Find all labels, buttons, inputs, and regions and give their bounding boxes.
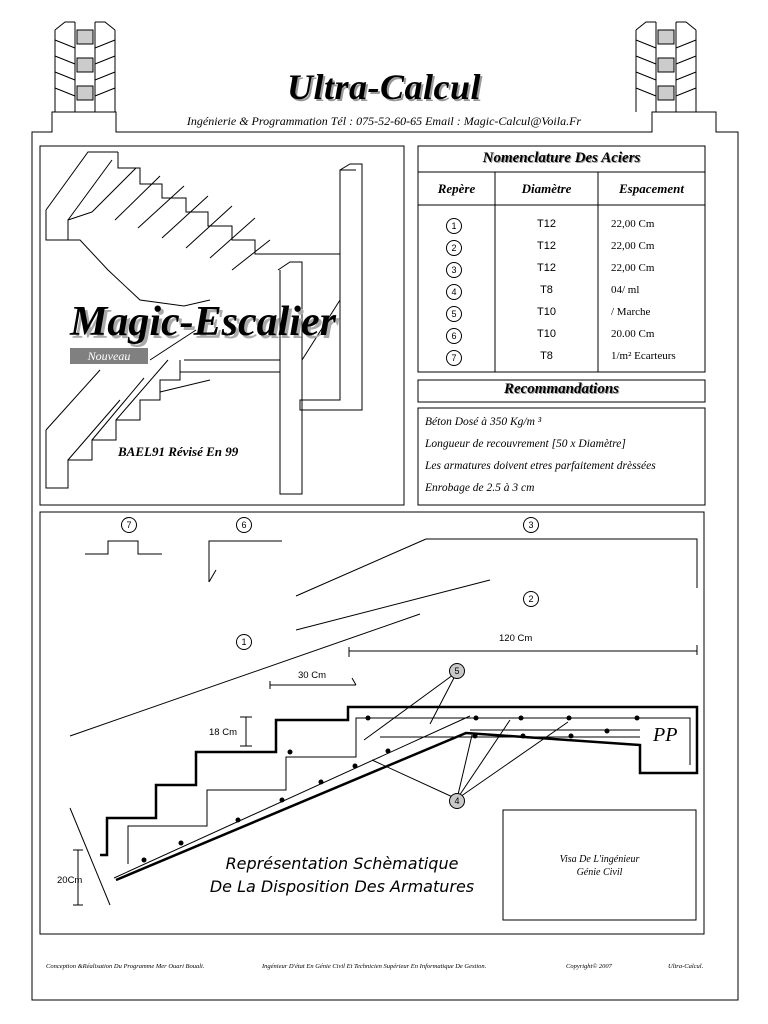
rep-marker: 4 xyxy=(446,284,462,300)
visa-line1: Visa De L'ingénieur xyxy=(559,854,640,865)
right-tower xyxy=(635,21,697,112)
diam-cell: T10 xyxy=(537,328,556,340)
recommendation-item: Enrobage de 2.5 à 3 cm xyxy=(425,482,535,494)
esp-cell: / Marche xyxy=(611,306,651,318)
norm-label: BAEL91 Révisé En 99 xyxy=(118,444,239,459)
col-header-espacement: Espacement xyxy=(619,181,684,196)
recommendations-title: Recommandations xyxy=(503,381,619,397)
footer-copyright: Copyright© 2007 xyxy=(566,963,612,970)
esp-cell: 1/m² Ecarteurs xyxy=(611,350,676,362)
rep-marker: 6 xyxy=(446,328,462,344)
bar-marker-2: 2 xyxy=(523,591,539,607)
product-name: Magic-Escalier xyxy=(70,299,336,345)
rep-marker: 2 xyxy=(446,240,462,256)
diam-cell: T8 xyxy=(540,284,553,296)
footer-brand: Ultra-Calcul. xyxy=(668,963,704,970)
esp-cell: 20.00 Cm xyxy=(611,328,655,340)
nomenclature-title: Nomenclature Des Aciers xyxy=(482,150,641,166)
esp-cell: 22,00 Cm xyxy=(611,240,655,252)
diam-cell: T12 xyxy=(537,218,556,230)
dim-18-label: 18 Cm xyxy=(209,727,237,738)
pp-label: PP xyxy=(653,724,678,746)
footer-credit: Conception &Réalisation Du Programme Mer… xyxy=(46,963,205,970)
dim-30-label: 30 Cm xyxy=(298,670,326,681)
dim-120-label: 120 Cm xyxy=(499,633,533,644)
bar-marker-4: 4 xyxy=(449,793,465,809)
esp-cell: 22,00 Cm xyxy=(611,262,655,274)
rep-marker: 3 xyxy=(446,262,462,278)
diam-cell: T10 xyxy=(537,306,556,318)
bar-marker-3: 3 xyxy=(523,517,539,533)
recommendation-item: Béton Dosé à 350 Kg/m ³ xyxy=(425,416,542,428)
footer-author: Ingénieur D'état En Génie Civil Et Techn… xyxy=(262,963,487,970)
bar-marker-1: 1 xyxy=(236,634,252,650)
page-title: Ultra-Calcul xyxy=(286,67,481,107)
bar-marker-7: 7 xyxy=(121,517,137,533)
esp-cell: 22,00 Cm xyxy=(611,218,655,230)
col-header-diametre: Diamètre xyxy=(521,181,572,196)
visa-line2: Génie Civil xyxy=(576,867,623,878)
rebar-dots xyxy=(141,715,640,863)
rep-marker: 1 xyxy=(446,218,462,234)
esp-cell: 04/ ml xyxy=(611,284,640,296)
diam-cell: T12 xyxy=(537,262,556,274)
new-badge: Nouveau xyxy=(70,348,148,364)
col-header-repere: Repère xyxy=(437,181,476,196)
left-tower xyxy=(54,21,116,112)
diam-cell: T12 xyxy=(537,240,556,252)
diam-cell: T8 xyxy=(540,350,553,362)
rep-marker: 7 xyxy=(446,350,462,366)
recommendation-item: Longueur de recouvrement [50 x Diamètre] xyxy=(425,438,626,450)
rep-marker: 5 xyxy=(446,306,462,322)
bar-marker-6: 6 xyxy=(236,517,252,533)
reinforcement-schematic xyxy=(69,538,699,906)
bar-marker-5: 5 xyxy=(449,663,465,679)
recommendation-item: Les armatures doivent etres parfaitement… xyxy=(425,460,656,472)
schema-caption-line1: Représentation Schèmatique xyxy=(225,854,459,873)
contact-subtitle: Ingénierie & Programmation Tél : 075-52-… xyxy=(186,114,582,128)
staircase-isometric xyxy=(45,151,363,495)
dim-20-label: 20Cm xyxy=(57,875,83,886)
schema-caption-line2: De La Disposition Des Armatures xyxy=(209,877,475,896)
